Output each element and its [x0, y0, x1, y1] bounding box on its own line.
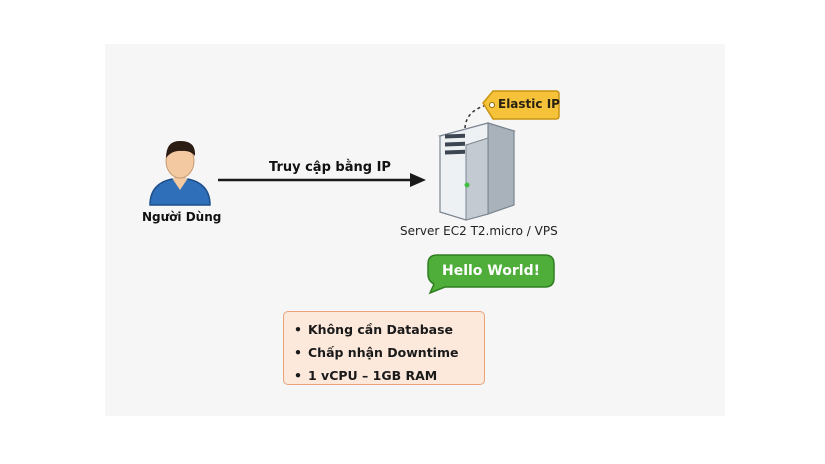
tag-connector: [464, 105, 485, 129]
server-tower-icon: [437, 122, 517, 221]
list-item: • 1 vCPU – 1GB RAM: [294, 364, 484, 387]
requirements-note: •Không cần Database •Chấp nhận Downtime …: [283, 311, 485, 385]
requirement-text: Không cần Database: [308, 322, 453, 337]
bubble-label: Hello World!: [442, 263, 540, 279]
connection-label: Truy cập bằng IP: [269, 160, 391, 175]
bullet: •: [294, 322, 302, 337]
list-item: • Chấp nhận Downtime: [294, 341, 484, 364]
speech-bubble: [427, 254, 555, 295]
elastic-ip-label: Elastic IP: [498, 97, 560, 111]
user-icon: [149, 140, 211, 206]
requirement-text: 1 vCPU – 1GB RAM: [308, 368, 438, 383]
bullet: •: [294, 368, 302, 383]
bullet: •: [294, 345, 302, 360]
requirement-text: Chấp nhận Downtime: [308, 345, 459, 360]
tag-icon: [482, 90, 560, 120]
user-label: Người Dùng: [142, 210, 222, 224]
requirements-list: •Không cần Database •Chấp nhận Downtime …: [294, 318, 484, 387]
server-label: Server EC2 T2.micro / VPS: [400, 224, 558, 238]
list-item: • Không cần Database: [294, 318, 484, 341]
access-arrow: [218, 173, 426, 187]
